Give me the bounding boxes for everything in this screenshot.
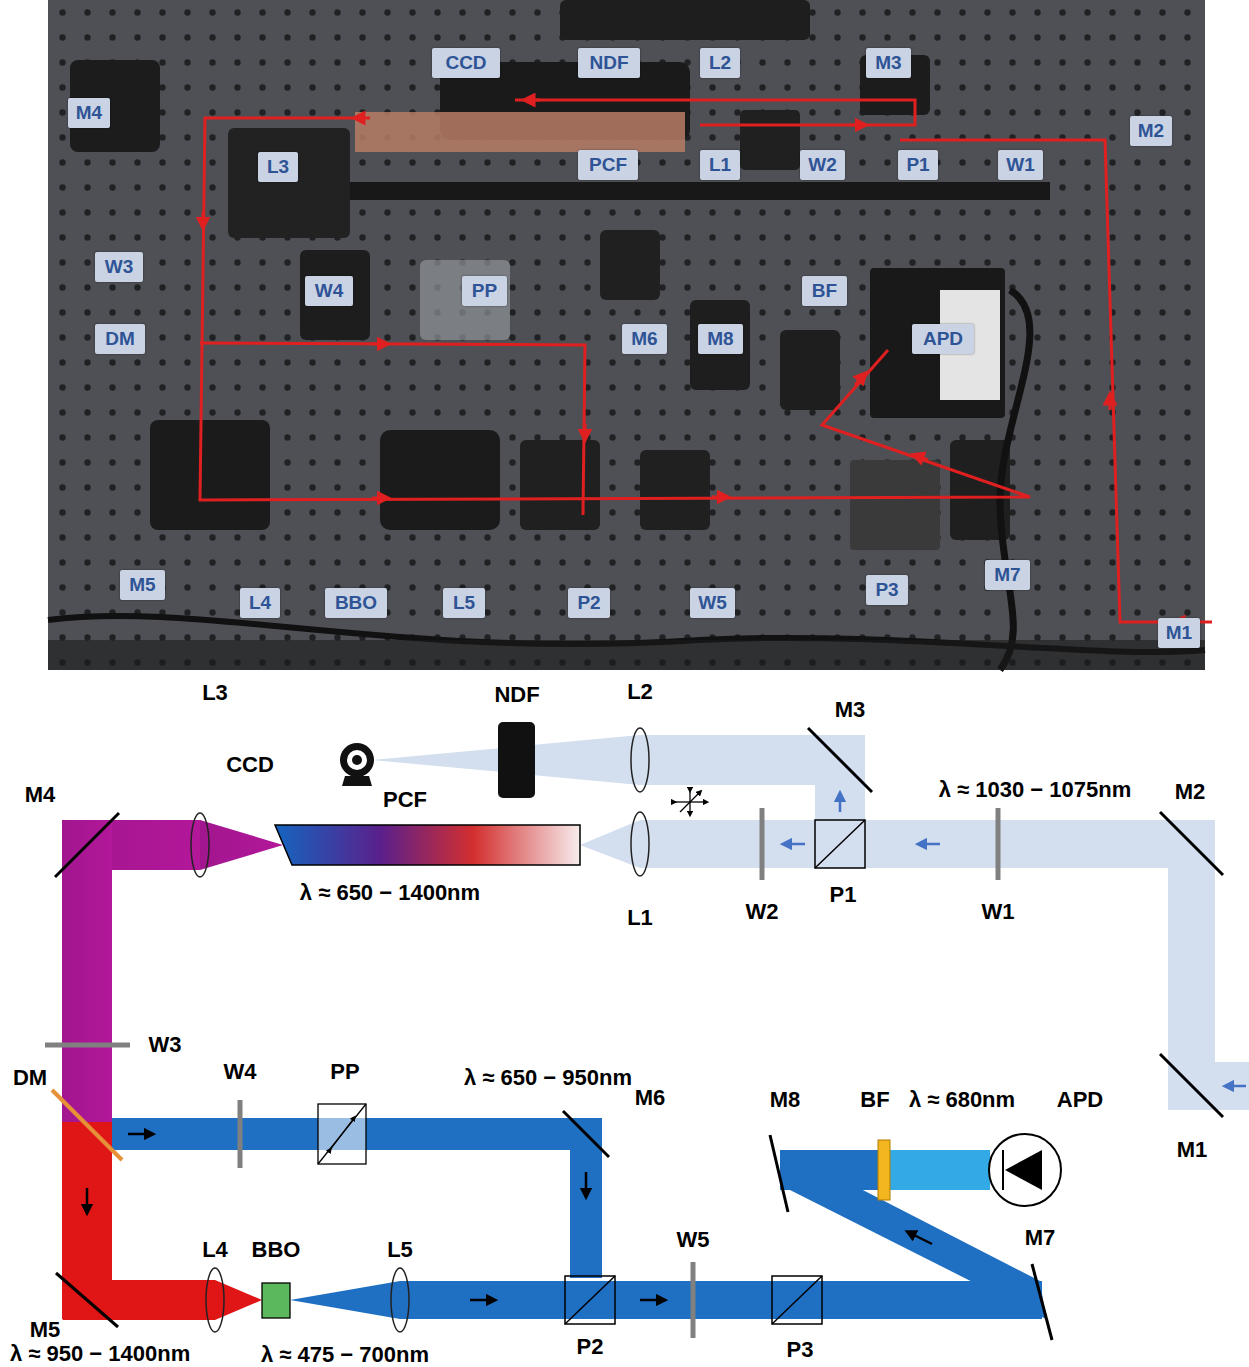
part-label: P1 (828, 884, 859, 906)
photo-callout: M3 (866, 48, 911, 78)
part-label: W5 (675, 1229, 712, 1251)
part-label: W3 (147, 1034, 184, 1056)
wavelength-label: λ ≈ 950 − 1400nm (8, 1343, 192, 1365)
part-label: L3 (200, 682, 230, 704)
part-label: W4 (222, 1061, 259, 1083)
photo-callout: L1 (700, 150, 740, 180)
part-label: M2 (1173, 781, 1208, 803)
photo-callout: P2 (568, 588, 610, 618)
callout-text: M8 (707, 328, 733, 349)
part-label: CCD (224, 754, 276, 776)
photo-callout: L3 (258, 152, 298, 182)
part-label: L2 (625, 681, 655, 703)
part-label: DM (11, 1067, 49, 1089)
photo-callout: M6 (622, 324, 667, 354)
part-label: W1 (980, 901, 1017, 923)
callout-text: M1 (1166, 622, 1192, 643)
part-label: BBO (250, 1239, 303, 1261)
callout-text: L4 (249, 592, 271, 613)
wavelength-label: λ ≈ 680nm (907, 1089, 1017, 1111)
photo-callout: L2 (700, 48, 740, 78)
photo-callout: L4 (240, 588, 280, 618)
photo-callout: NDF (578, 48, 640, 78)
photo-callout: M8 (698, 324, 743, 354)
callout-text: APD (923, 328, 963, 349)
photo-callout: M1 (1158, 618, 1200, 648)
callout-text: L2 (709, 52, 731, 73)
part-label: W2 (744, 901, 781, 923)
callout-text: M7 (994, 564, 1020, 585)
callout-text: M5 (129, 574, 155, 595)
photo-callout: M4 (68, 98, 110, 128)
callout-text: P3 (875, 579, 898, 600)
callout-text: PCF (589, 154, 627, 175)
photo-callout: APD (912, 324, 974, 354)
photo-callout: M5 (120, 570, 165, 600)
part-label: P3 (785, 1339, 816, 1361)
photo-callout: W2 (800, 150, 845, 180)
photo-callout: P1 (898, 150, 938, 180)
photo-callout: M2 (1130, 116, 1172, 146)
part-label: L4 (200, 1239, 230, 1261)
callout-text: M2 (1138, 120, 1164, 141)
photo-callout: W3 (95, 252, 143, 282)
callout-text: NDF (589, 52, 628, 73)
part-label: L5 (385, 1239, 415, 1261)
part-label: L1 (625, 907, 655, 929)
photo-callout: W1 (998, 150, 1043, 180)
photo-callout: L5 (443, 588, 485, 618)
photo-callout: W4 (305, 276, 353, 306)
callout-text: BBO (335, 592, 377, 613)
part-label: M8 (768, 1089, 803, 1111)
photo-callout: M7 (985, 560, 1030, 590)
callout-text: P1 (906, 154, 929, 175)
photo-callout: DM (95, 324, 145, 354)
callout-text: L1 (709, 154, 731, 175)
part-label: PCF (381, 789, 429, 811)
photo-callout: W5 (690, 588, 735, 618)
callout-text: M3 (875, 52, 901, 73)
callout-text: DM (105, 328, 135, 349)
part-label: M6 (633, 1087, 668, 1109)
photo-callout: PCF (578, 150, 638, 180)
callout-text: CCD (445, 52, 486, 73)
part-label: M3 (833, 699, 868, 721)
callout-text: W3 (105, 256, 134, 277)
callout-text: BF (812, 280, 837, 301)
wavelength-label: λ ≈ 1030 − 1075nm (937, 779, 1134, 801)
callout-text: M6 (631, 328, 657, 349)
callout-text: P2 (577, 592, 600, 613)
part-label: M4 (23, 784, 58, 806)
part-label: NDF (492, 684, 541, 706)
wavelength-label: λ ≈ 650 − 950nm (462, 1067, 634, 1089)
part-label: M7 (1023, 1227, 1058, 1249)
part-label: M5 (28, 1319, 63, 1341)
part-label: PP (328, 1061, 361, 1083)
photo-callout: BBO (325, 588, 387, 618)
callout-text: M4 (76, 102, 102, 123)
photo-callout: PP (462, 276, 507, 306)
photo-callout: BF (802, 276, 847, 306)
photo-panel (48, 0, 1212, 670)
wavelength-label: λ ≈ 475 − 700nm (259, 1344, 431, 1366)
photo-callout: P3 (866, 575, 908, 605)
schematic (45, 722, 1249, 1340)
callout-text: L3 (267, 156, 289, 177)
callout-text: PP (472, 280, 497, 301)
part-label: BF (858, 1089, 891, 1111)
photo-callout: CCD (432, 48, 500, 78)
callout-text: W4 (315, 280, 344, 301)
part-label: P2 (575, 1336, 606, 1358)
callout-text: W2 (808, 154, 837, 175)
part-label: APD (1055, 1089, 1105, 1111)
part-label: M1 (1175, 1139, 1210, 1161)
callout-text: W5 (698, 592, 727, 613)
wavelength-label: λ ≈ 650 − 1400nm (298, 882, 482, 904)
callout-text: W1 (1006, 154, 1035, 175)
callout-text: L5 (453, 592, 475, 613)
